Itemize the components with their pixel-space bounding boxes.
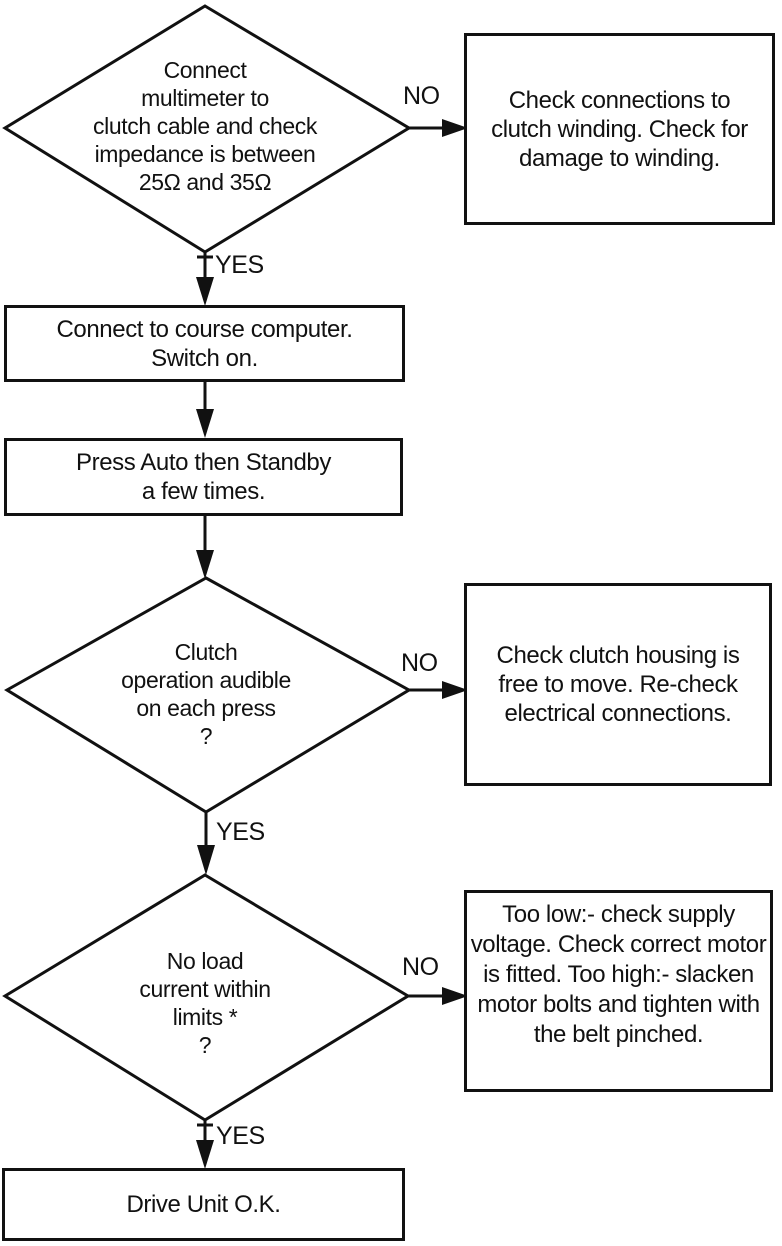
action-check-housing-box: Check clutch housing is free to move. Re… bbox=[464, 583, 772, 786]
action-check-housing-text: Check clutch housing is free to move. Re… bbox=[496, 642, 740, 727]
edge-label-d2-yes: YES bbox=[216, 818, 265, 846]
decision-no-load-current-diamond bbox=[2, 873, 411, 1122]
arrow-d2-yes-head bbox=[197, 845, 215, 875]
process-connect-computer-text: Connect to course computer. Switch on. bbox=[56, 315, 353, 372]
action-check-current-box: Too low:- check supply voltage. Check co… bbox=[464, 890, 773, 1092]
edge-label-d1-no: NO bbox=[403, 82, 440, 110]
edge-label-d3-no: NO bbox=[402, 953, 439, 981]
arrow-p1-p2-head bbox=[196, 409, 214, 438]
terminal-drive-unit-ok-box: Drive Unit O.K. bbox=[2, 1168, 405, 1241]
edge-label-d2-no: NO bbox=[401, 649, 438, 677]
terminal-drive-unit-ok-text: Drive Unit O.K. bbox=[126, 1191, 281, 1218]
arrow-d1-yes-head bbox=[196, 277, 214, 306]
decision-impedance-diamond bbox=[2, 4, 412, 254]
edge-label-d3-yes: YES bbox=[216, 1122, 265, 1150]
action-check-winding-text: Check connections to clutch winding. Che… bbox=[491, 86, 748, 172]
process-connect-computer-box: Connect to course computer. Switch on. bbox=[4, 305, 405, 382]
process-press-auto-standby-box: Press Auto then Standby a few times. bbox=[4, 438, 403, 516]
edge-label-d1-yes: YES bbox=[215, 251, 264, 279]
arrow-d1-no-head bbox=[442, 119, 468, 137]
arrow-d3-yes-head bbox=[196, 1140, 214, 1169]
arrow-d3-no-head bbox=[442, 987, 468, 1005]
process-press-auto-standby-text: Press Auto then Standby a few times. bbox=[76, 449, 331, 505]
arrow-d2-no-head bbox=[442, 681, 468, 699]
action-check-current-text: Too low:- check supply voltage. Check co… bbox=[470, 901, 767, 1048]
action-check-winding-box: Check connections to clutch winding. Che… bbox=[464, 33, 775, 225]
arrow-p2-d2-head bbox=[196, 550, 214, 579]
decision-clutch-audible-diamond bbox=[4, 576, 413, 814]
